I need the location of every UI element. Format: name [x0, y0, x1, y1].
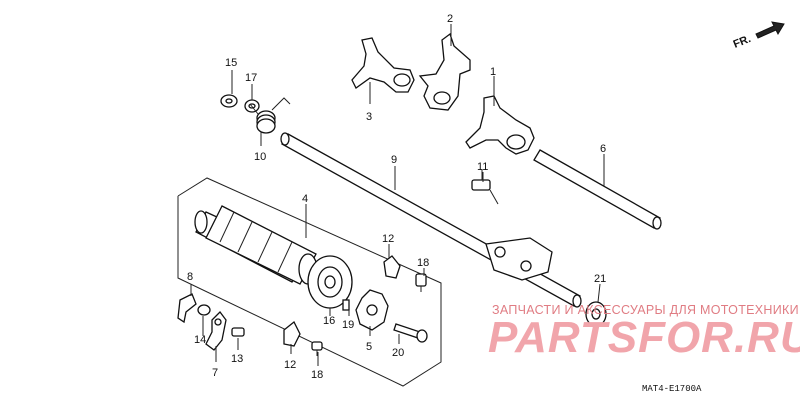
drum-center-5: [355, 289, 389, 331]
callout-1: 1: [490, 66, 496, 78]
callout-19: 19: [342, 319, 354, 331]
callout-7: 7: [212, 367, 218, 379]
direction-label: FR.: [732, 33, 753, 51]
washer-14: [197, 304, 211, 316]
callout-12-upper: 12: [382, 233, 394, 245]
callout-9: 9: [391, 154, 397, 166]
callout-12-lower: 12: [284, 359, 296, 371]
leader-lines: [190, 24, 605, 366]
watermark-tagline: ЗАПЧАСТИ И АКСЕССУАРЫ ДЛЯ МОТОТЕХНИКИ: [492, 303, 799, 317]
callout-14: 14: [194, 334, 206, 346]
washer-15: [220, 94, 238, 108]
stopper-bolt-11: [471, 170, 499, 205]
callout-17: 17: [245, 72, 257, 84]
callout-11: 11: [477, 161, 488, 173]
bolt-20: [393, 323, 428, 343]
drawing-code: MAT4-E1700A: [642, 384, 702, 394]
callout-8: 8: [187, 271, 193, 283]
shift-fork-2: [418, 32, 471, 111]
return-spring-10: [249, 97, 291, 134]
spring-8: [177, 293, 197, 324]
dowel-pin-19: [342, 299, 350, 311]
callout-18-upper: 18: [417, 257, 429, 269]
bolt-13: [231, 327, 245, 337]
callouts: 1 2 3 4 5 6 7 8 9 10 11 12 12 13 14 15 1…: [187, 13, 606, 381]
callout-21: 21: [594, 273, 606, 285]
callout-18-lower: 18: [311, 369, 323, 381]
callout-13: 13: [231, 353, 243, 365]
assembly-boundary: [177, 177, 442, 387]
bolt-18-lower: [311, 341, 323, 356]
plate-12-lower: [283, 320, 301, 347]
shift-fork-1: [465, 95, 535, 155]
callout-4: 4: [302, 193, 308, 205]
callout-10: 10: [254, 151, 266, 163]
watermark-logo: PARTSFOR.RU: [488, 313, 800, 362]
callout-3: 3: [366, 111, 372, 123]
gearshift-spindle-9: [280, 132, 582, 308]
bolt-18-upper: [415, 273, 427, 292]
fork-shaft-6: [533, 149, 662, 230]
callout-15: 15: [225, 57, 237, 69]
stopper-arm-7: [205, 311, 227, 351]
callout-2: 2: [447, 13, 453, 25]
plate-12-upper: [383, 255, 401, 279]
callout-5: 5: [366, 341, 372, 353]
callout-20: 20: [392, 347, 404, 359]
shift-fork-3: [351, 37, 415, 93]
shift-drum-4: [194, 205, 318, 285]
callout-6: 6: [600, 143, 606, 155]
bearing-16: [307, 255, 353, 309]
oil-seal-21: [585, 301, 607, 327]
callout-16: 16: [323, 315, 335, 327]
front-direction-arrow: FR.: [732, 21, 785, 51]
